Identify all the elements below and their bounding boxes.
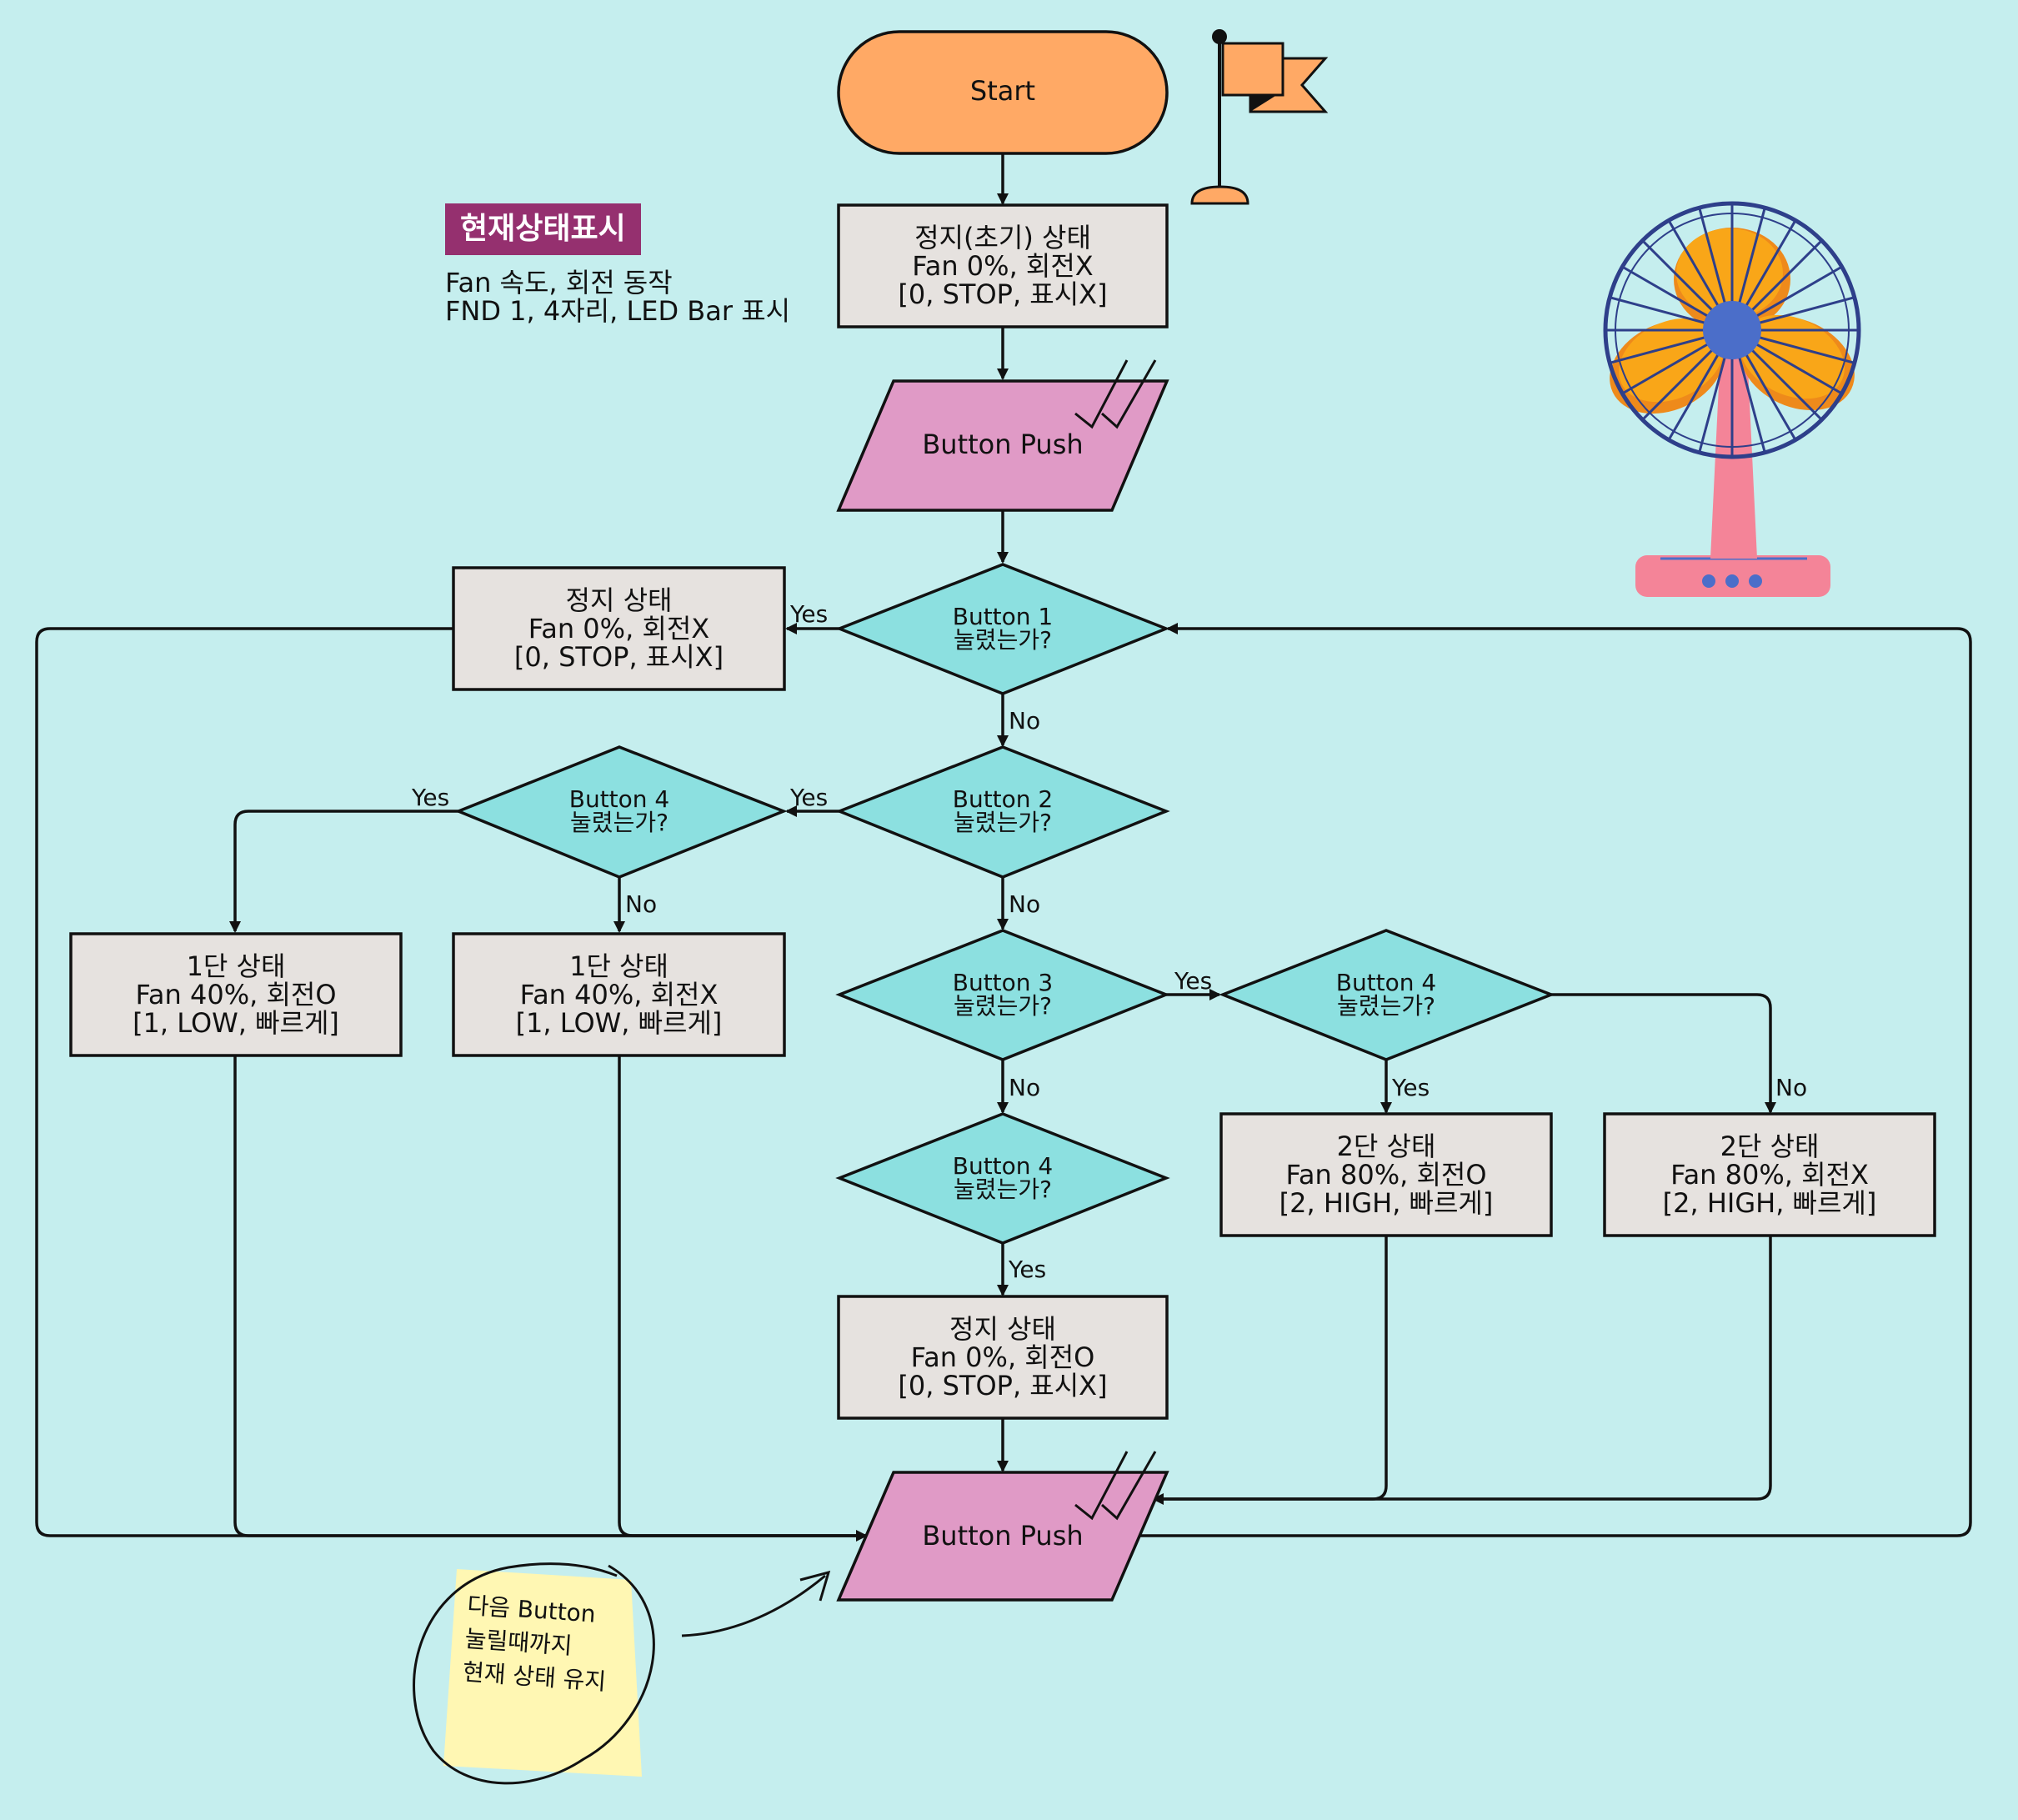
- stage1-rot-off-line-3: [1, LOW, 빠르게]: [515, 1007, 723, 1039]
- decision-button4c-line-1: Button 4: [952, 1152, 1054, 1180]
- decision-button1-label: Button 1 눌렸는가?: [884, 605, 1122, 652]
- init-state-line-3: [0, STOP, 표시X]: [898, 278, 1108, 310]
- stop-state-2-line-1: 정지 상태: [949, 1313, 1056, 1345]
- edge-label-b2-yes: Yes: [790, 784, 829, 811]
- decision-button4c-line-2: 눌렸는가?: [954, 1176, 1052, 1203]
- edge-label-b2-no: No: [1009, 890, 1041, 918]
- stage2-rot-off-line-2: Fan 80%, 회전X: [1670, 1159, 1869, 1191]
- init-state-line-1: 정지(초기) 상태: [914, 222, 1091, 253]
- edge-label-b4b-no: No: [1775, 1074, 1808, 1101]
- edge-s1x-push2: [618, 1055, 866, 1537]
- edge-stop1-push2: [35, 627, 866, 1537]
- decision-button2-label: Button 2 눌렸는가?: [884, 788, 1122, 835]
- stage1-rot-off-box: [452, 932, 786, 1057]
- button-push-io-1: [836, 379, 1169, 512]
- stop-state-label-2: 정지 상태 Fan 0%, 회전O [0, STOP, 표시X]: [839, 1315, 1167, 1400]
- button-push-io-2: [836, 1471, 1169, 1602]
- decision-button3-line-2: 눌렸는가?: [954, 992, 1052, 1020]
- decision-button4-c: [835, 1112, 1170, 1245]
- stage2-rot-on-line-2: Fan 80%, 회전O: [1285, 1159, 1487, 1191]
- stop-state-box-2: [837, 1295, 1169, 1420]
- decision-button4-b: [1219, 929, 1555, 1061]
- process-boxes: [69, 203, 1936, 1420]
- decision-button2-line-1: Button 2: [952, 785, 1054, 813]
- edge-label-b4a-yes: Yes: [412, 784, 450, 811]
- legend-title: 현재상태표시: [445, 203, 641, 255]
- decision-button2-line-2: 눌렸는가?: [954, 809, 1052, 836]
- edge-label-b4a-no: No: [625, 890, 658, 918]
- start-label: Start: [969, 75, 1036, 107]
- stage1-rot-on-box: [69, 932, 403, 1057]
- edge-b4b-no: [1551, 993, 1776, 1114]
- stage1-rot-on-line-1: 1단 상태: [186, 950, 286, 982]
- init-state-label: 정지(초기) 상태 Fan 0%, 회전X [0, STOP, 표시X]: [839, 223, 1167, 308]
- stage1-rot-off-line-1: 1단 상태: [569, 950, 668, 982]
- decision-button4a-line-1: Button 4: [568, 785, 670, 813]
- decision-button3-line-1: Button 3: [952, 969, 1054, 996]
- stage1-rot-off-line-2: Fan 40%, 회전X: [519, 979, 719, 1010]
- stage2-rot-on-label: 2단 상태 Fan 80%, 회전O [2, HIGH, 빠르게]: [1221, 1132, 1551, 1217]
- decision-button4b-label: Button 4 눌렸는가?: [1267, 971, 1505, 1018]
- stage1-rot-on-label: 1단 상태 Fan 40%, 회전O [1, LOW, 빠르게]: [71, 952, 401, 1037]
- stage2-rot-on-line-3: [2, HIGH, 빠르게]: [1279, 1187, 1494, 1219]
- stop-state-1-line-1: 정지 상태: [565, 584, 673, 616]
- decision-button3-label: Button 3 눌렸는가?: [884, 971, 1122, 1018]
- stage2-rot-off-box: [1603, 1112, 1936, 1237]
- sticky-note: [413, 1562, 831, 1785]
- legend-line-1: Fan 속도, 회전 동작: [445, 267, 673, 298]
- decision-button2: [835, 745, 1170, 879]
- start-terminal: [837, 30, 1169, 155]
- edge-s1o-push2: [233, 1055, 868, 1542]
- stage1-rot-on-line-2: Fan 40%, 회전O: [135, 979, 337, 1010]
- decision-button4a-label: Button 4 눌렸는가?: [500, 788, 739, 835]
- decision-button4b-line-2: 눌렸는가?: [1337, 992, 1435, 1020]
- stage2-rot-off-line-3: [2, HIGH, 빠르게]: [1662, 1187, 1877, 1219]
- edge-label-b4c-yes: Yes: [1009, 1256, 1047, 1283]
- decision-button3: [835, 929, 1170, 1061]
- decision-button1: [835, 563, 1170, 695]
- flag-icon: [1190, 29, 1329, 205]
- edge-label-b3-yes: Yes: [1174, 967, 1213, 995]
- electric-fan-icon: [1603, 201, 1861, 597]
- stage2-rot-on-box: [1219, 1112, 1553, 1237]
- decision-button4-a: [454, 745, 788, 879]
- stop-state-2-line-3: [0, STOP, 표시X]: [898, 1370, 1108, 1401]
- sticky-note-text: 다음 Button 눌릴때까지 현재 상태 유지: [462, 1589, 612, 1699]
- decision-button4a-line-2: 눌렸는가?: [570, 809, 668, 836]
- stage2-rot-on-line-1: 2단 상태: [1336, 1131, 1436, 1162]
- io-shapes: [836, 379, 1169, 1602]
- edge-label-b1-yes: Yes: [790, 600, 829, 628]
- edge-s2o-push2: [1152, 1236, 1388, 1505]
- decision-button1-line-1: Button 1: [952, 603, 1054, 630]
- button-push-label-1: Button Push: [922, 429, 1084, 460]
- init-state-box: [837, 203, 1169, 328]
- stop-state-2-line-2: Fan 0%, 회전O: [910, 1341, 1095, 1373]
- edge-label-b1-no: No: [1009, 707, 1041, 735]
- legend-line-2: FND 1, 4자리, LED Bar 표시: [445, 295, 791, 327]
- stage1-rot-on-line-3: [1, LOW, 빠르게]: [133, 1007, 339, 1039]
- checkmark-icon: [1074, 359, 1157, 1521]
- stop-state-label-1: 정지 상태 Fan 0%, 회전X [0, STOP, 표시X]: [453, 586, 784, 671]
- decision-shapes: [454, 563, 1555, 1245]
- edge-label-b4b-yes: Yes: [1392, 1074, 1430, 1101]
- edge-loop-back: [1139, 623, 1972, 1537]
- init-state-line-2: Fan 0%, 회전X: [912, 250, 1094, 282]
- stage2-rot-off-line-1: 2단 상태: [1720, 1131, 1820, 1162]
- stop-state-1-line-2: Fan 0%, 회전X: [528, 613, 710, 644]
- decision-button1-line-2: 눌렸는가?: [954, 626, 1052, 654]
- button-push-label-2: Button Push: [922, 1520, 1084, 1552]
- decision-button4b-line-1: Button 4: [1335, 969, 1437, 996]
- decision-button4c-label: Button 4 눌렸는가?: [884, 1155, 1122, 1201]
- edge-label-b3-no: No: [1009, 1074, 1041, 1101]
- stage2-rot-off-label: 2단 상태 Fan 80%, 회전X [2, HIGH, 빠르게]: [1605, 1132, 1935, 1217]
- connectors: [35, 153, 1972, 1542]
- stop-state-1-line-3: [0, STOP, 표시X]: [513, 641, 724, 673]
- edge-s2x-push2: [1154, 1236, 1772, 1501]
- edge-b4a-yes: [229, 810, 458, 933]
- stop-state-box-1: [452, 566, 786, 691]
- stage1-rot-off-label: 1단 상태 Fan 40%, 회전X [1, LOW, 빠르게]: [453, 952, 784, 1037]
